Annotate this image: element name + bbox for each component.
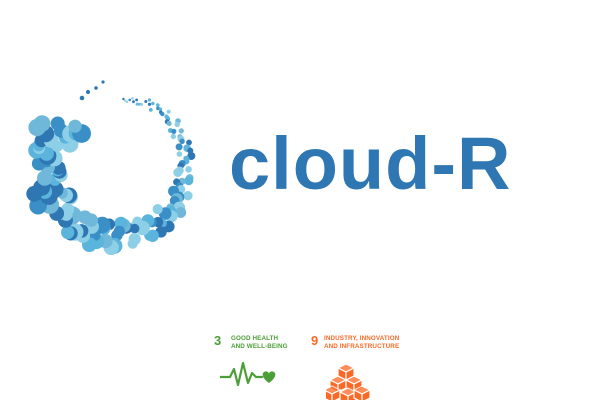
logo-dot xyxy=(122,97,125,101)
logo-dot xyxy=(85,89,91,95)
sdg-3-label-line1: GOOD HEALTH xyxy=(231,335,279,342)
logo-dot xyxy=(140,102,144,106)
logo-dot xyxy=(175,143,183,151)
logo-dot xyxy=(187,152,196,160)
sdg-3-label: GOOD HEALTH AND WELL-BEING xyxy=(231,335,313,350)
logo-dot xyxy=(135,102,139,106)
logo-dot xyxy=(148,108,153,112)
logo-dot xyxy=(135,98,139,102)
logo-dot xyxy=(166,120,172,126)
logo-dot xyxy=(131,97,134,100)
logo-dot xyxy=(160,111,165,117)
logo-dot xyxy=(144,100,148,103)
logo-dot xyxy=(151,101,155,106)
logo-dot xyxy=(171,128,177,134)
logo-dot xyxy=(152,204,163,215)
logo-dot xyxy=(124,99,127,102)
logo-dot xyxy=(184,176,194,186)
logo-dot xyxy=(50,116,65,131)
logo-dot xyxy=(147,102,152,106)
logo-dot xyxy=(137,102,141,106)
cloud-r-wordmark: cloud-R xyxy=(229,122,512,205)
logo-dot xyxy=(128,98,131,102)
sdg-3-number: 3 xyxy=(214,333,222,348)
logo-dot xyxy=(68,119,82,133)
sdg-9-badge: 9 INDUSTRY, INNOVATION AND INFRASTRUCTUR… xyxy=(311,334,401,400)
cloud-r-logo-mark xyxy=(26,80,196,256)
sdg-9-label-line1: INDUSTRY, INNOVATION xyxy=(324,335,400,342)
sdg-3-badge: 3 GOOD HEALTH AND WELL-BEING xyxy=(214,334,294,394)
logo-dot xyxy=(166,109,171,114)
logo-dot xyxy=(127,238,138,249)
logo-dot xyxy=(186,139,192,146)
logo-dot xyxy=(78,210,92,224)
sdg-3-label-line2: AND WELL-BEING xyxy=(231,342,288,350)
logo-dot xyxy=(179,138,185,144)
logo-dot xyxy=(60,225,75,240)
logo-dot xyxy=(101,80,105,84)
logo-dot xyxy=(33,115,51,132)
logo-dot xyxy=(185,166,192,173)
heartbeat-heart-icon xyxy=(220,361,276,387)
logo-dot xyxy=(125,100,129,104)
logo-dot xyxy=(176,151,183,157)
logo-dot xyxy=(79,95,85,101)
logo-dot xyxy=(174,121,180,128)
logo-dot xyxy=(158,107,163,112)
logo-dot xyxy=(183,191,193,201)
logo-dot xyxy=(147,98,152,102)
stacked-cubes-icon xyxy=(326,363,370,400)
logo-dot xyxy=(173,168,183,177)
logo-dot xyxy=(178,128,184,134)
sdg-9-label: INDUSTRY, INNOVATION AND INFRASTRUCTURE xyxy=(324,335,406,350)
logo-dot xyxy=(170,133,176,140)
logo-dot xyxy=(156,103,160,107)
logo-dot xyxy=(175,207,187,218)
sdg-9-label-line2: AND INFRASTRUCTURE xyxy=(324,342,400,350)
sdg-9-number: 9 xyxy=(311,333,319,348)
logo-dot xyxy=(94,86,98,90)
logo-dot xyxy=(132,100,135,104)
